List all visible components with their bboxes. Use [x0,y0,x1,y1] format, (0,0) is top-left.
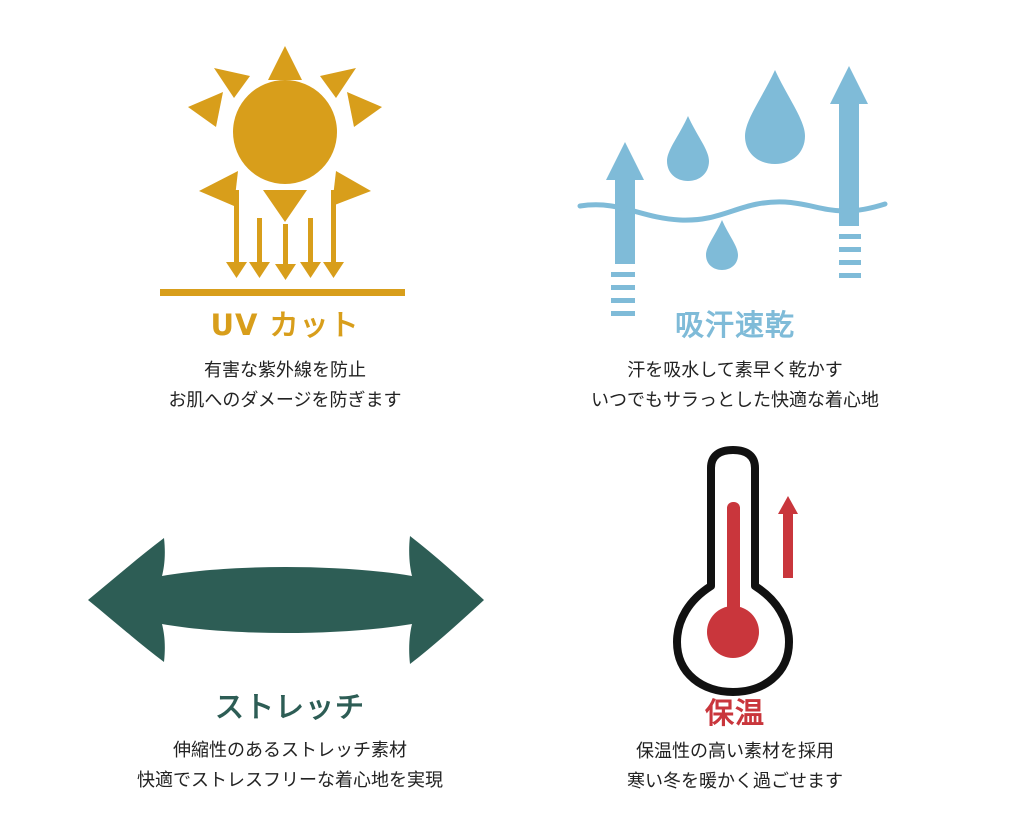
feature-uv: UV カット 有害な紫外線を防止 お肌へのダメージを防ぎます [130,40,440,420]
feature-description: 伸縮性のあるストレッチ素材 快適でストレスフリーな着心地を実現 [80,736,500,796]
feature-title: UV カット [210,308,360,342]
feature-description: 汗を吸水して素早く乾かす いつでもサラっとした快適な着心地 [565,356,905,416]
feature-sweat: 吸汗速乾 汗を吸水して素早く乾かす いつでもサラっとした快適な着心地 [565,40,905,420]
description-line: お肌へのダメージを防ぎます [168,390,402,411]
description-line: 汗を吸水して素早く乾かす [627,360,843,381]
feature-warm: 保温 保温性の高い素材を採用 寒い冬を暖かく過ごせます [585,440,885,810]
thermometer-icon [673,446,798,696]
double-arrow-icon [88,536,484,664]
description-line: 寒い冬を暖かく過ごせます [627,771,843,792]
feature-description: 保温性の高い素材を採用 寒い冬を暖かく過ごせます [585,737,885,797]
feature-title: 保温 [704,696,765,730]
sweat-drops-icon [577,66,888,316]
feature-title: ストレッチ [214,690,365,724]
feature-description: 有害な紫外線を防止 お肌へのダメージを防ぎます [130,356,440,416]
description-line: 保温性の高い素材を採用 [636,741,834,762]
description-line: 快適でストレスフリーな着心地を実現 [137,770,443,791]
description-line: いつでもサラっとした快適な着心地 [591,390,879,411]
description-line: 有害な紫外線を防止 [204,360,366,381]
description-line: 伸縮性のあるストレッチ素材 [173,740,407,761]
feature-stretch: ストレッチ 伸縮性のあるストレッチ素材 快適でストレスフリーな着心地を実現 [80,520,500,810]
feature-title: 吸汗速乾 [674,308,795,342]
sun-icon [160,46,405,296]
